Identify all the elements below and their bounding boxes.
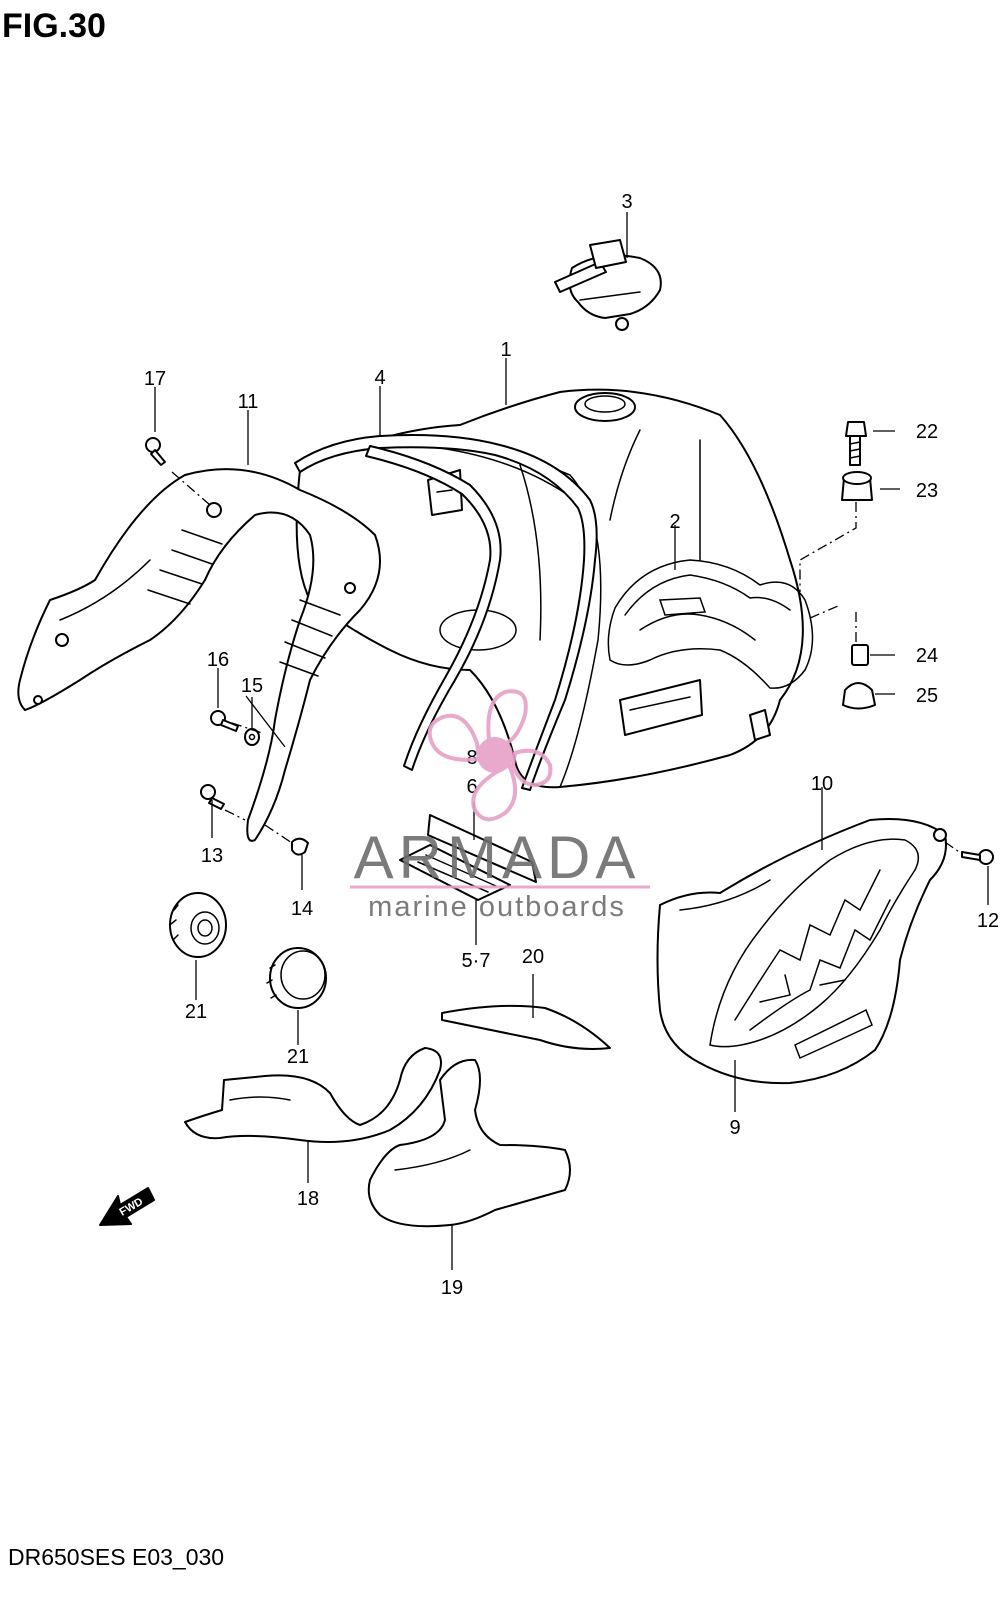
callout-17: 17	[144, 368, 166, 390]
screw-16	[210, 710, 239, 732]
fuel-cap	[554, 239, 662, 331]
figure-title: FIG.30	[2, 7, 106, 45]
cushion-strip	[441, 1004, 611, 1050]
callout-14: 14	[291, 898, 313, 920]
tank-cushion	[427, 814, 537, 883]
rubber-cushion-b	[266, 947, 327, 1009]
rubber-cushion-a	[169, 892, 227, 958]
callout-15: 15	[241, 675, 263, 697]
callout-16: 16	[207, 649, 229, 671]
side-cover-decal	[709, 838, 920, 1048]
alignment-lines	[171, 471, 963, 855]
callout-1: 1	[500, 339, 511, 361]
side-cover-left	[17, 468, 381, 842]
callout-13: 13	[201, 845, 223, 867]
callout-6: 6	[466, 776, 477, 798]
watermark-tagline: marine outboards	[368, 891, 626, 923]
callout-20: 20	[522, 946, 544, 968]
heat-shield-left	[184, 1047, 442, 1144]
callout-22: 22	[916, 421, 938, 443]
forward-label: FWD	[118, 1196, 146, 1219]
callout-12: 12	[977, 910, 999, 932]
callout-4: 4	[374, 367, 385, 389]
callout-11: 11	[238, 391, 259, 413]
callout-19: 19	[441, 1277, 463, 1299]
callout-3: 3	[621, 191, 632, 213]
leader-lines	[154, 212, 989, 1270]
callout-5-7: 5·7	[462, 950, 491, 972]
collar-24	[851, 644, 869, 666]
propeller-icon	[427, 689, 553, 822]
grommet-23	[841, 471, 873, 501]
callout-25: 25	[916, 685, 938, 707]
callout-2: 2	[669, 511, 680, 533]
callout-numbers: 3 1 4 17 11 2 22 23 24 25 10 12 9 16 15 …	[144, 191, 999, 1299]
callout-21a: 21	[185, 1001, 207, 1023]
callout-9: 9	[729, 1117, 740, 1139]
screw-17	[145, 437, 166, 466]
callout-23: 23	[916, 480, 938, 502]
screw-12	[961, 849, 994, 865]
cushion-25	[842, 682, 876, 710]
callout-21b: 21	[287, 1046, 309, 1068]
callout-10: 10	[811, 773, 833, 795]
tank-trim-strip	[294, 434, 598, 791]
watermark: ARMADA marine outboards	[350, 689, 650, 923]
bolt-22	[845, 421, 867, 466]
callout-24: 24	[916, 645, 938, 667]
heat-shield-right	[367, 1058, 571, 1228]
screw-13	[200, 784, 225, 810]
watermark-brand: ARMADA	[354, 824, 641, 891]
tank-decal	[607, 559, 814, 689]
footer-code: DR650SES E03_030	[8, 1544, 224, 1570]
side-cover-right	[656, 818, 947, 1085]
callout-18: 18	[297, 1188, 319, 1210]
forward-arrow-icon: FWD	[99, 1187, 155, 1226]
clip-nut-14	[291, 837, 309, 856]
